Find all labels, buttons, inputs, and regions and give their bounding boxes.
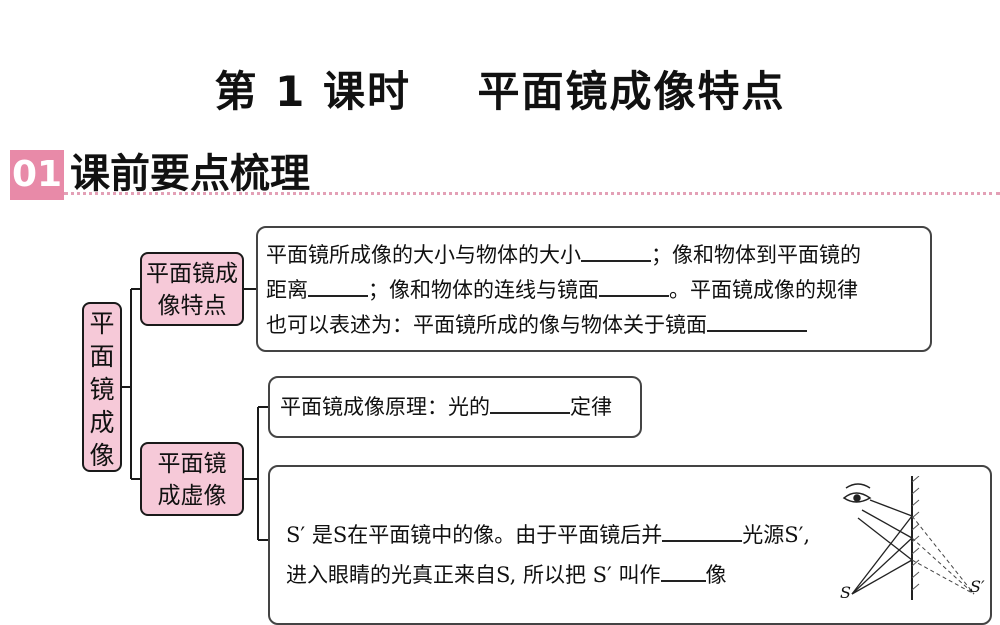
section-title: 课前要点梳理: [70, 151, 310, 197]
blank-distance[interactable]: [308, 273, 368, 297]
node-b-label-line2: 成虚像: [157, 483, 227, 509]
section-number-badge: 01: [10, 150, 64, 200]
blank-size[interactable]: [581, 238, 651, 262]
blank-no-light-source[interactable]: [662, 518, 743, 542]
node-image-features: 平面镜成 像特点: [140, 252, 244, 326]
blank-symmetry[interactable]: [707, 308, 807, 332]
node-a-label-line1: 平面镜成: [146, 261, 238, 287]
text: 也可以表述为：平面镜所成的像与物体关于镜面: [266, 313, 707, 337]
virtual-line-2: 进入眼睛的光真正来自S, 所以把 S′ 叫作 像: [286, 555, 980, 595]
page-title: 第 1 课时 平面镜成像特点: [214, 67, 786, 116]
label-s-prime: S′: [970, 577, 985, 596]
mirror-hatching: [911, 476, 920, 591]
text: 。平面镜成像的规律: [669, 278, 858, 302]
features-box: 平面镜所成像的大小与物体的大小 ；像和物体到平面镜的 距离 ；像和物体的连线与镜面 。…: [256, 226, 932, 352]
eye-icon: [842, 483, 872, 503]
node-a-label-line2: 像特点: [157, 293, 227, 319]
node-b-label-line1: 平面镜: [157, 451, 227, 477]
features-line-3: 也可以表述为：平面镜所成的像与物体关于镜面: [266, 308, 922, 343]
section-dotted-rule: [64, 192, 1000, 195]
mirror-reflection-diagram: S S′: [840, 476, 985, 600]
virtual-rays: [911, 515, 975, 595]
blank-reflection[interactable]: [490, 390, 570, 414]
text: 距离: [266, 278, 308, 302]
node-virtual-image: 平面镜 成虚像: [140, 442, 244, 516]
text: S′ 是S在平面镜中的像。由于平面镜后并: [286, 523, 663, 547]
text: 定律: [570, 395, 612, 419]
text: 光源S′,: [742, 523, 811, 547]
connector-root-branch: [122, 288, 140, 480]
light-rays: [851, 499, 913, 595]
virtual-image-box: S′ 是S在平面镜中的像。由于平面镜后并 光源S′, 进入眼睛的光真正来自S, 所…: [268, 465, 992, 625]
text: 像: [705, 563, 727, 587]
text: ；像和物体到平面镜的: [651, 243, 861, 267]
blank-line-relation[interactable]: [599, 273, 669, 297]
label-s: S: [840, 583, 851, 600]
text: 进入眼睛的光真正来自S, 所以把 S′ 叫作: [286, 563, 661, 587]
virtual-line-1: S′ 是S在平面镜中的像。由于平面镜后并 光源S′,: [286, 515, 980, 555]
features-line-1: 平面镜所成像的大小与物体的大小 ；像和物体到平面镜的: [266, 238, 922, 273]
blank-virtual[interactable]: [660, 558, 706, 582]
text: 平面镜成像原理：光的: [280, 395, 490, 419]
text: 平面镜所成像的大小与物体的大小: [266, 243, 581, 267]
root-node-label: 平面镜成像: [89, 309, 115, 470]
root-node: 平面镜成像: [82, 302, 122, 472]
features-line-2: 距离 ；像和物体的连线与镜面 。平面镜成像的规律: [266, 273, 922, 308]
connector-node-b: [244, 406, 268, 541]
principle-box: 平面镜成像原理：光的 定律: [268, 376, 642, 438]
text: ；像和物体的连线与镜面: [368, 278, 599, 302]
